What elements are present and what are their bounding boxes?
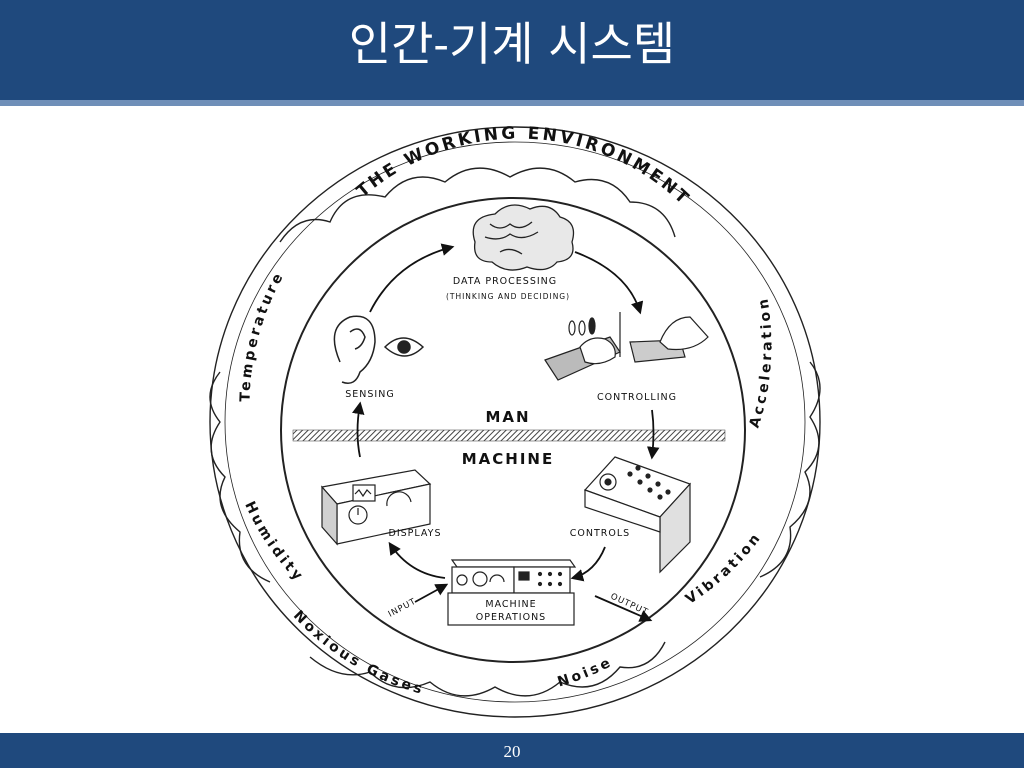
man-machine-divider [292, 429, 726, 442]
eye-icon [383, 337, 425, 357]
machine-operations-label-line1: MACHINE [485, 599, 536, 610]
header-rule [0, 100, 1024, 106]
hand-controls-icon [544, 312, 621, 381]
controls-label: CONTROLS [570, 528, 630, 539]
footer-bar [0, 733, 1024, 768]
machine-operations-label-line2: OPERATIONS [476, 612, 546, 623]
cycle-arrows [352, 243, 660, 622]
arrow-displays-to-sensing [352, 401, 365, 458]
ear-icon [333, 315, 376, 384]
arrow-controls-to-operations [570, 546, 606, 582]
brain-icon [472, 204, 575, 271]
environment-cloud-border [209, 126, 821, 718]
controlling-label: CONTROLLING [597, 392, 677, 403]
man-label: MAN [485, 408, 530, 426]
arrow-processing-to-controlling [574, 251, 644, 315]
arrow-input [414, 583, 449, 603]
environment-title: THE WORKING ENVIRONMENT [353, 123, 694, 210]
data-processing-label: DATA PROCESSING [453, 276, 557, 287]
machine-label: MACHINE [462, 450, 554, 468]
thinking-deciding-label: (THINKING AND DECIDING) [446, 292, 570, 301]
machine-operations-panel-icon [447, 559, 577, 626]
arrow-sensing-to-processing [369, 243, 455, 313]
factor-temperature: Temperature [237, 268, 287, 402]
factor-noise: Noise [556, 654, 616, 690]
arrow-output [594, 595, 653, 622]
factor-acceleration: Acceleration [747, 295, 776, 430]
header-bar [0, 0, 1024, 100]
man-machine-diagram: THE WORKING ENVIRONMENT Temperature Humi… [209, 123, 821, 718]
controls-panel-icon [583, 456, 692, 574]
arrow-controlling-to-controls [646, 409, 660, 460]
displays-panel-icon [320, 469, 432, 546]
foot-pedal-icon [629, 316, 709, 363]
arrow-operations-to-displays [388, 541, 446, 579]
slide-title: 인간-기계 시스템 [348, 17, 676, 71]
sensing-label: SENSING [345, 389, 394, 400]
page-number: 20 [503, 742, 521, 761]
displays-label: DISPLAYS [389, 528, 442, 539]
